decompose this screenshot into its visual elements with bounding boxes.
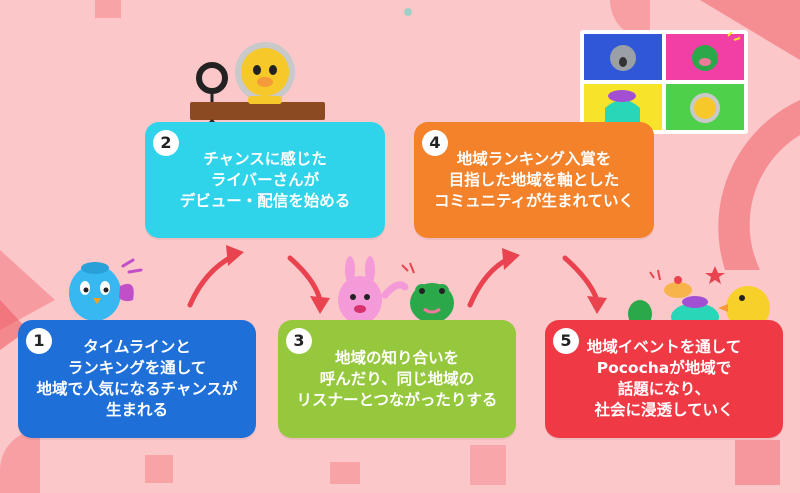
- step-2-box: 2 チャンスに感じた ライバーさんが デビュー・配信を始める: [145, 122, 385, 238]
- step-2-text: チャンスに感じた ライバーさんが デビュー・配信を始める: [179, 149, 351, 210]
- step-1-text: タイムラインと ランキングを通して 地域で人気になるチャンスが 生まれる: [36, 338, 238, 419]
- step-5-number-badge: 5: [553, 328, 579, 354]
- bunny-and-frog-characters-icon: [338, 256, 454, 324]
- step-1-number-badge: 1: [26, 328, 52, 354]
- lion-streamer-with-ring-light-icon: [190, 42, 325, 133]
- blue-bird-character-icon: [69, 258, 143, 326]
- step-3-box: 3 地域の知り合いを 呼んだり、同じ地域の リスナーとつながったりする: [278, 320, 516, 438]
- step-1-box: 1 タイムラインと ランキングを通して 地域で人気になるチャンスが 生まれる: [18, 320, 256, 438]
- step-4-text: 地域ランキング入賞を 目指した地域を軸とした コミュニティが生まれていく: [433, 149, 635, 210]
- step-2-number-badge: 2: [153, 130, 179, 156]
- step-3-text: 地域の知り合いを 呼んだり、同じ地域の リスナーとつながったりする: [296, 348, 498, 409]
- step-5-text: 地域イベントを通して Pocochaが地域で 話題になり、 社会に浸透していく: [586, 338, 742, 419]
- step-4-box: 4 地域ランキング入賞を 目指した地域を軸とした コミュニティが生まれていく: [414, 122, 654, 238]
- step-3-number-badge: 3: [286, 328, 312, 354]
- video-call-grid-icon: [580, 30, 748, 140]
- step-4-number-badge: 4: [422, 130, 448, 156]
- step-5-box: 5 地域イベントを通して Pocochaが地域で 話題になり、 社会に浸透してい…: [545, 320, 783, 438]
